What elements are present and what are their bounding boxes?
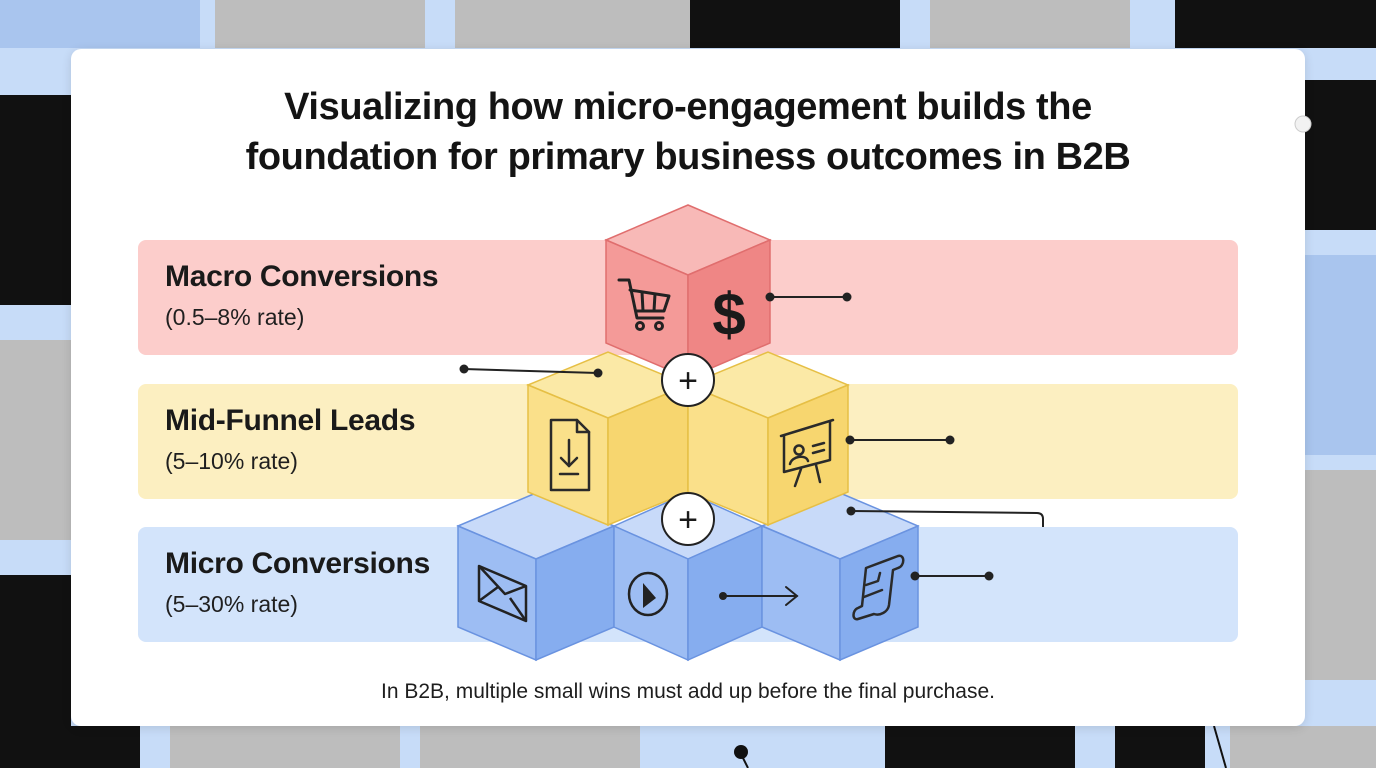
bg-tile: [930, 0, 1130, 48]
tier-name-micro: Micro Conversions: [165, 547, 430, 580]
svg-text:+: +: [678, 362, 698, 400]
bg-tile: [885, 726, 1075, 768]
tier-rate-macro: (0.5–8% rate): [165, 304, 305, 330]
tier-name-mid: Mid-Funnel Leads: [165, 404, 416, 437]
page-title: Visualizing how micro-engagement builds …: [245, 86, 1131, 178]
bg-tile: [215, 0, 425, 48]
bg-tile: [1230, 726, 1376, 768]
plus-operator-bottom: +: [661, 492, 715, 546]
micro-cube-left: [456, 492, 616, 662]
bg-tile: [0, 95, 71, 305]
plus-operator-top: +: [661, 353, 715, 407]
shopping-cart-icon: [617, 278, 671, 331]
play-icon: [627, 571, 669, 617]
bg-tile: [0, 726, 140, 768]
svg-text:+: +: [678, 501, 698, 539]
presentation-icon: [779, 418, 835, 488]
bg-tile: [1115, 726, 1205, 768]
mid-cube-left: [526, 351, 690, 527]
download-document-icon: [549, 418, 591, 492]
arrow-right-icon: [719, 586, 799, 606]
bg-tile: [1305, 80, 1376, 230]
dollar-sign-icon: $: [712, 281, 745, 348]
tier-name-macro: Macro Conversions: [165, 260, 439, 293]
envelope-icon: [477, 564, 528, 623]
bg-tile: [170, 726, 400, 768]
connector-lines: [459, 292, 1044, 581]
bg-tile: [1305, 255, 1376, 455]
tier-rate-mid: (5–10% rate): [165, 448, 298, 474]
bg-tile: [690, 0, 900, 48]
bg-tile: [455, 0, 695, 48]
footer-caption: In B2B, multiple small wins must add up …: [381, 680, 995, 703]
bg-tile: [0, 340, 71, 540]
macro-cube: [604, 204, 772, 380]
tier-rate-micro: (5–30% rate): [165, 591, 298, 617]
bg-tile: [0, 0, 200, 48]
bg-tile: [1175, 0, 1376, 48]
scroll-icon: [852, 554, 905, 621]
mid-cube-right: [686, 351, 850, 527]
bg-tile: [420, 726, 640, 768]
bg-tile: [1305, 470, 1376, 680]
